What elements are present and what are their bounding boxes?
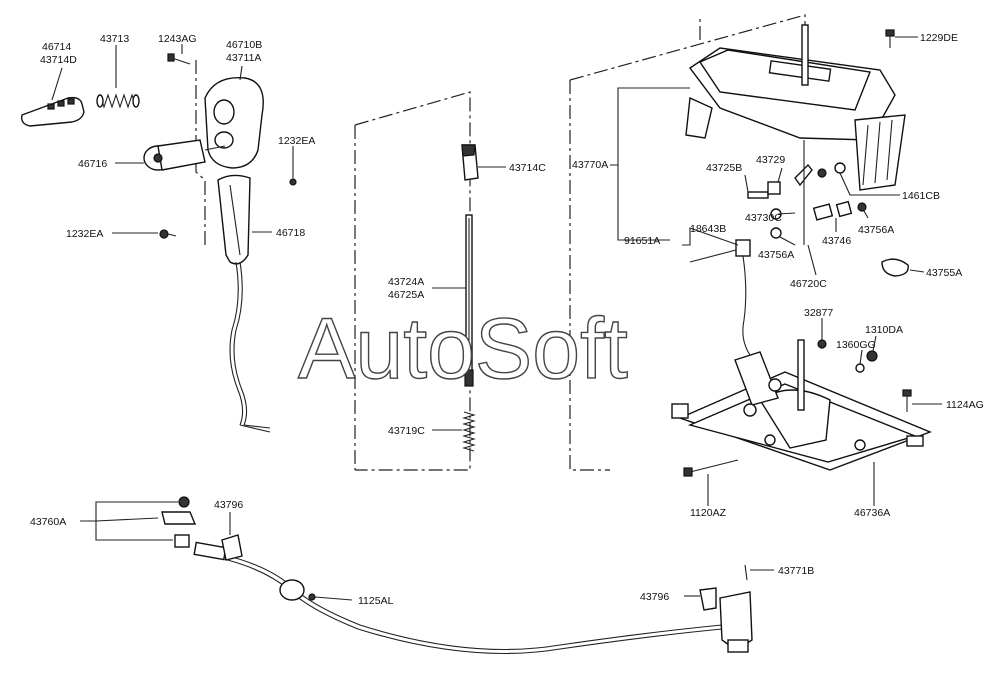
label-46718: 46718 xyxy=(276,227,305,239)
label-43724A: 43724A xyxy=(388,276,424,288)
screw-1243AG xyxy=(167,53,191,65)
label-1125AL: 1125AL xyxy=(358,595,394,607)
label-32877: 32877 xyxy=(804,307,833,319)
label-43771B: 43771B xyxy=(778,565,814,577)
wire-harness-left xyxy=(229,261,271,433)
label-43714C: 43714C xyxy=(509,162,546,174)
bulb-socket-parts xyxy=(747,140,867,245)
part-labels: 46714 43714D 43713 1243AG 46710B 43711A … xyxy=(30,32,984,607)
push-rod-part xyxy=(464,214,474,387)
label-1124AG: 1124AG xyxy=(946,399,984,411)
lock-cylinder-part xyxy=(143,139,226,171)
label-91651A: 91651A xyxy=(624,235,660,247)
label-43714D: 43714D xyxy=(40,54,77,66)
sensor-switch-part xyxy=(735,239,751,356)
label-43796-right: 43796 xyxy=(640,591,669,603)
screw-1232EA-lower xyxy=(159,229,177,239)
label-43755A: 43755A xyxy=(926,267,962,279)
shaft-boot-part xyxy=(217,174,251,265)
screw-1232EA-upper xyxy=(289,178,297,186)
rod-cap-part xyxy=(461,144,479,181)
label-43729: 43729 xyxy=(756,154,785,166)
label-43796-left: 43796 xyxy=(214,499,243,511)
label-46720C: 46720C xyxy=(790,278,827,290)
cable-end-bracket-right xyxy=(699,564,753,653)
label-18643B: 18643B xyxy=(690,223,726,235)
label-43719C: 43719C xyxy=(388,425,425,437)
label-46710B: 46710B xyxy=(226,39,262,51)
leader-lines xyxy=(51,36,942,601)
label-43756A-right: 43756A xyxy=(858,224,894,236)
control-cable-part xyxy=(161,496,723,654)
shift-knob-part xyxy=(204,76,264,169)
label-1229DE: 1229DE xyxy=(920,32,958,44)
shift-lever-bracket-part xyxy=(671,339,932,471)
label-46714: 46714 xyxy=(42,41,71,53)
label-43730C: 43730C xyxy=(745,212,782,224)
label-43725B: 43725B xyxy=(706,162,742,174)
label-46716: 46716 xyxy=(78,158,107,170)
label-1243AG: 1243AG xyxy=(158,33,197,45)
knob-button-part xyxy=(20,96,85,127)
label-46725A: 46725A xyxy=(388,289,424,301)
label-43711A: 43711A xyxy=(226,52,261,64)
label-1232EA-upper: 1232EA xyxy=(278,135,315,147)
clip-43755A xyxy=(881,258,909,277)
spring-part xyxy=(96,93,140,109)
label-43770A: 43770A xyxy=(572,159,608,171)
cable-clip-43796-left xyxy=(221,534,243,561)
label-1310DA: 1310DA xyxy=(865,324,903,336)
bolt-1229DE xyxy=(885,29,895,48)
label-1120AZ: 1120AZ xyxy=(690,507,727,519)
label-1232EA-lower: 1232EA xyxy=(66,228,103,240)
label-43756A-left: 43756A xyxy=(758,249,794,261)
watermark-text: AutoSoft xyxy=(298,301,628,397)
label-43713: 43713 xyxy=(100,33,129,45)
label-46736A: 46736A xyxy=(854,507,890,519)
label-43760A: 43760A xyxy=(30,516,66,528)
bolt-1120AZ xyxy=(683,459,739,477)
label-1360GG: 1360GG xyxy=(836,339,876,351)
indicator-panel-part xyxy=(685,24,906,191)
label-1461CB: 1461CB xyxy=(902,190,940,202)
label-43746: 43746 xyxy=(822,235,851,247)
rod-spring-part xyxy=(462,411,476,452)
